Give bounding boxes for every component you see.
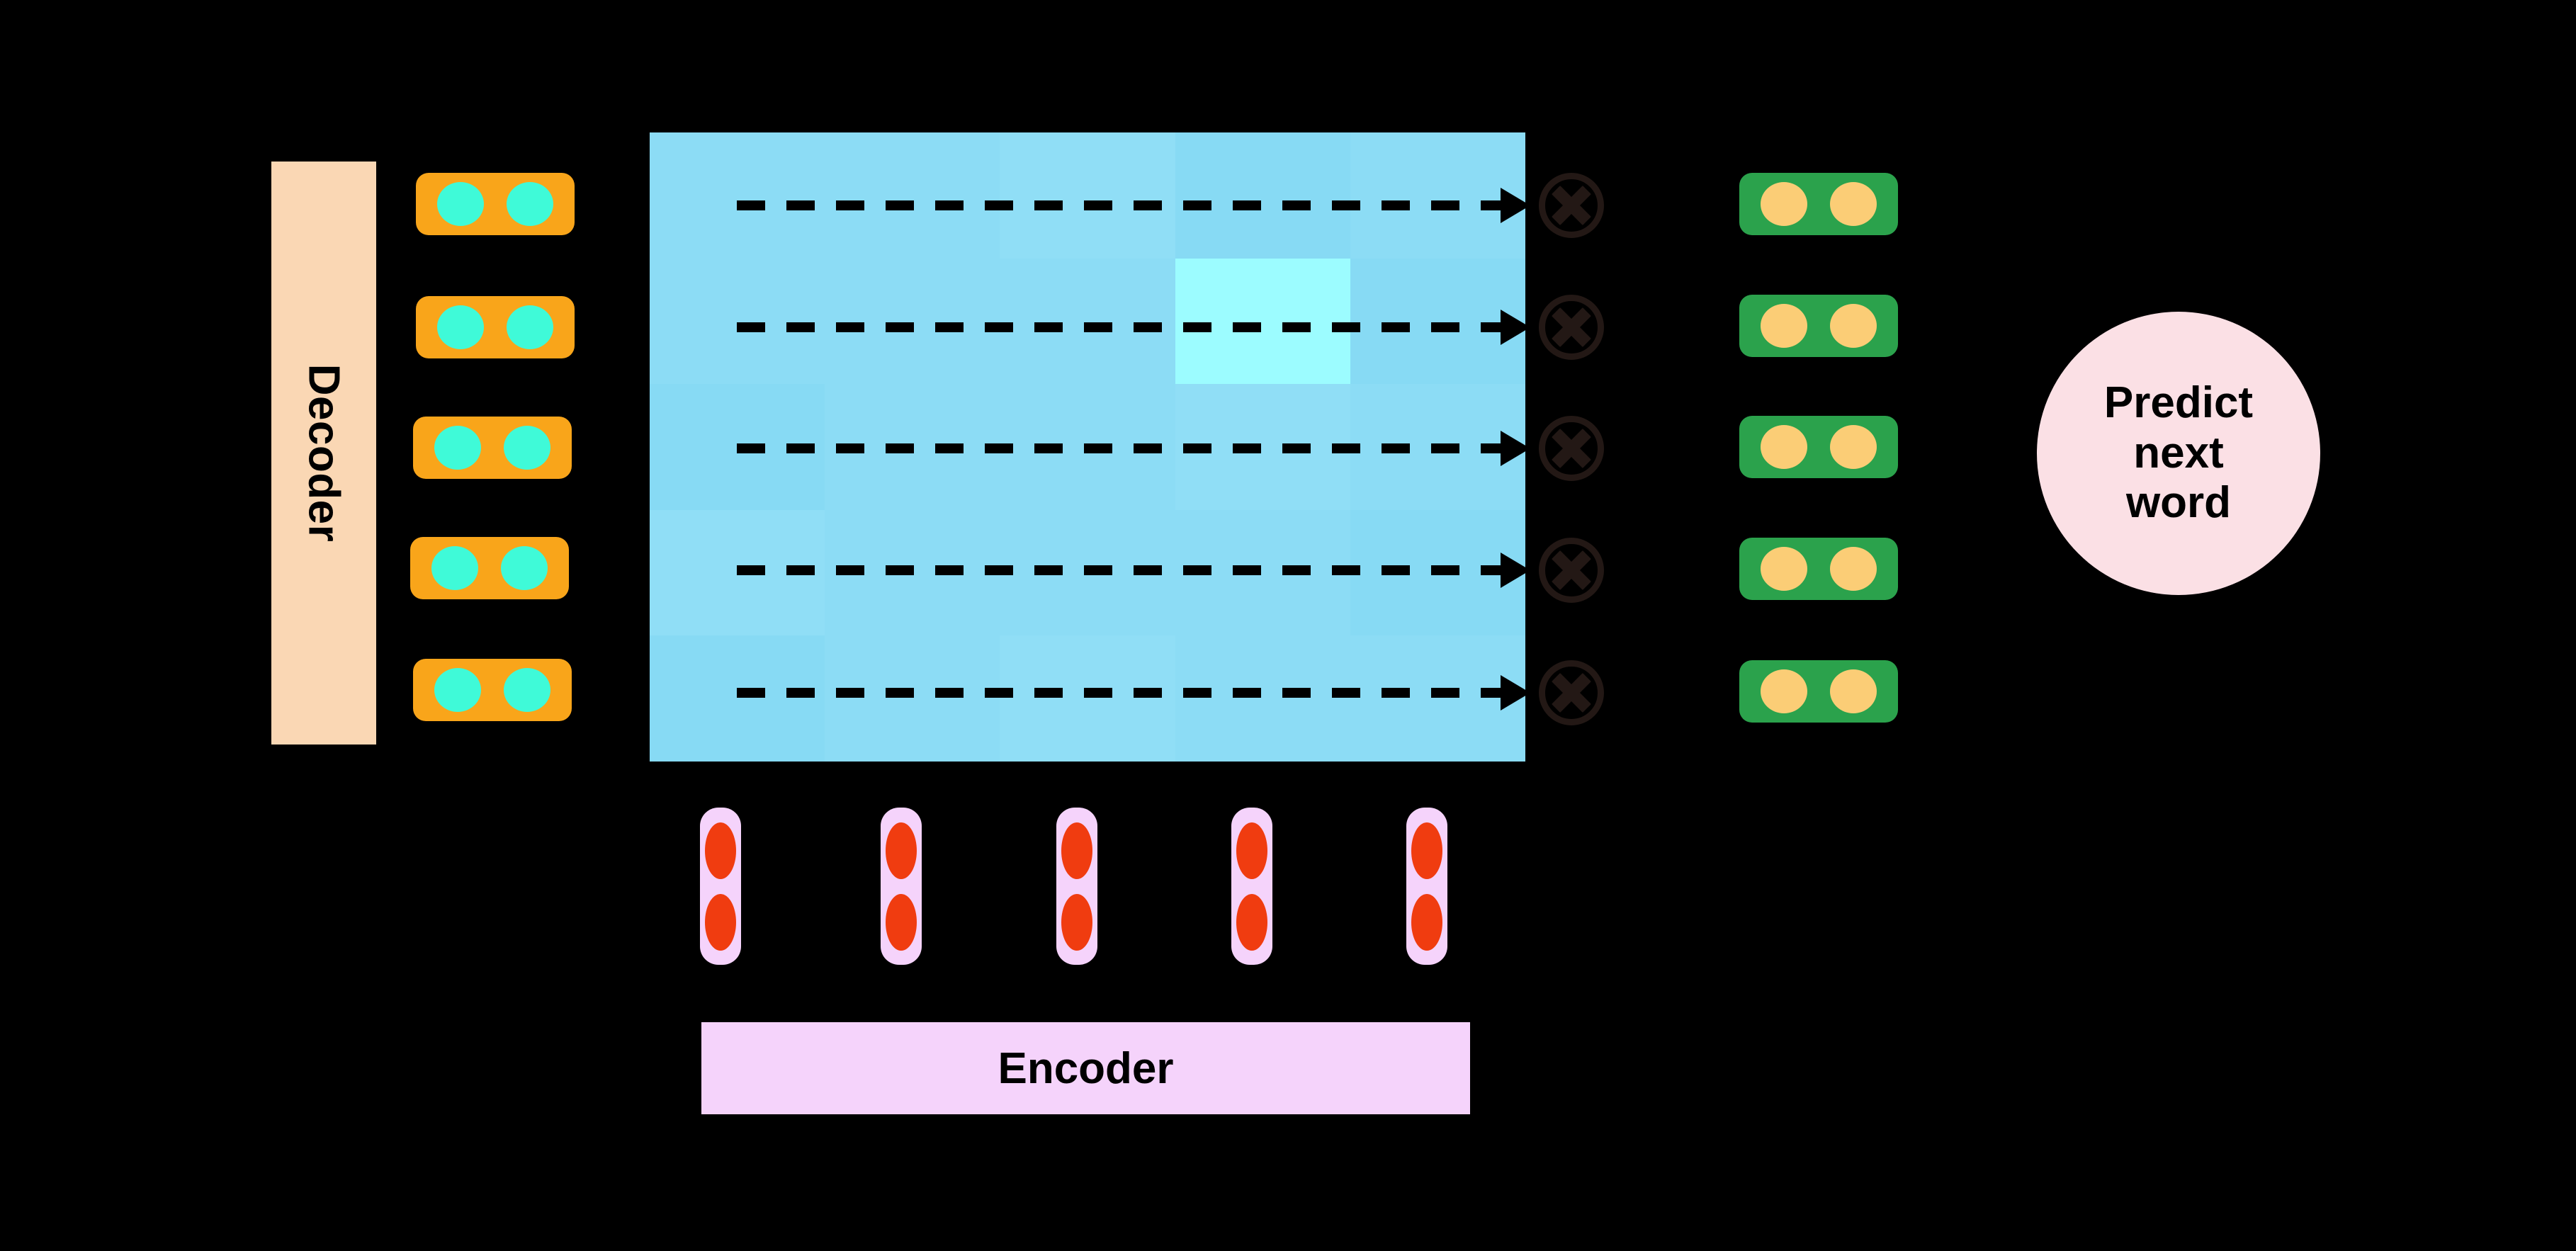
decoder-token-5-dot-2	[504, 668, 550, 712]
decoder-token-5	[413, 659, 572, 721]
encoder-token-5-dot-1	[1411, 822, 1442, 879]
decoder-token-4	[410, 537, 569, 599]
matrix-cell-0-3	[1175, 132, 1350, 259]
matrix-cell-2-3	[1175, 384, 1350, 510]
matrix-cell-1-3-highlighted	[1175, 258, 1350, 385]
encoder-token-2	[881, 808, 922, 965]
matrix-cell-4-1	[825, 635, 1000, 762]
matrix-cell-4-0	[650, 635, 825, 762]
output-token-1	[1739, 173, 1898, 235]
predict-next-word-bubble: Predict next word	[2037, 312, 2320, 595]
encoder-label-text: Encoder	[998, 1043, 1174, 1093]
decoder-token-3	[413, 417, 572, 479]
matrix-cell-0-4	[1350, 132, 1525, 259]
output-token-1-dot-1	[1761, 182, 1807, 226]
decoder-bar	[271, 162, 376, 745]
output-token-2	[1739, 295, 1898, 357]
decoder-token-2	[416, 296, 575, 358]
decoder-token-4-dot-2	[501, 546, 548, 590]
predict-line-1: Predict	[2103, 378, 2254, 427]
encoder-token-1-dot-1	[705, 822, 736, 879]
output-token-3	[1739, 416, 1898, 478]
multiply-node-2	[1539, 295, 1604, 360]
matrix-cell-4-4	[1350, 635, 1525, 762]
multiply-node-4	[1539, 538, 1604, 603]
matrix-cell-3-1	[825, 509, 1000, 636]
encoder-token-3	[1056, 808, 1097, 965]
output-token-4-dot-2	[1830, 547, 1877, 591]
matrix-cell-1-4	[1350, 258, 1525, 385]
encoder-bar: Encoder	[701, 1022, 1470, 1114]
output-token-2-dot-1	[1761, 304, 1807, 348]
output-token-4	[1739, 538, 1898, 600]
matrix-cell-2-4	[1350, 384, 1525, 510]
multiply-node-1	[1539, 173, 1604, 238]
predict-line-3: word	[2125, 478, 2232, 528]
multiply-node-5	[1539, 660, 1604, 725]
output-token-5-dot-2	[1830, 669, 1877, 713]
encoder-token-4	[1231, 808, 1272, 965]
matrix-cell-2-0	[650, 384, 825, 510]
matrix-cell-0-1	[825, 132, 1000, 259]
encoder-token-3-dot-1	[1061, 822, 1092, 879]
multiply-node-3	[1539, 416, 1604, 481]
decoder-token-4-dot-1	[431, 546, 478, 590]
encoder-token-4-dot-2	[1236, 893, 1267, 951]
matrix-cell-2-1	[825, 384, 1000, 510]
encoder-token-5-dot-2	[1411, 893, 1442, 951]
decoder-token-1	[416, 173, 575, 235]
output-token-2-dot-2	[1830, 304, 1877, 348]
output-token-1-dot-2	[1830, 182, 1877, 226]
decoder-token-2-dot-2	[507, 305, 553, 349]
matrix-cell-3-4	[1350, 509, 1525, 636]
decoder-token-3-dot-1	[434, 426, 481, 470]
output-token-5-dot-1	[1761, 669, 1807, 713]
matrix-cell-4-2	[1000, 635, 1175, 762]
encoder-token-5	[1406, 808, 1447, 965]
matrix-cell-1-2	[1000, 258, 1175, 385]
output-token-3-dot-1	[1761, 425, 1807, 469]
encoder-token-4-dot-1	[1236, 822, 1267, 879]
matrix-cell-1-0	[650, 258, 825, 385]
decoder-token-5-dot-1	[434, 668, 481, 712]
matrix-cell-3-3	[1175, 509, 1350, 636]
encoder-token-2-dot-2	[886, 893, 917, 951]
predict-line-2: next	[2133, 428, 2224, 477]
output-token-3-dot-2	[1830, 425, 1877, 469]
decoder-token-1-dot-1	[437, 182, 484, 226]
matrix-cell-1-1	[825, 258, 1000, 385]
decoder-token-1-dot-2	[507, 182, 553, 226]
matrix-cell-2-2	[1000, 384, 1175, 510]
decoder-token-2-dot-1	[437, 305, 484, 349]
matrix-cell-0-2	[1000, 132, 1175, 259]
matrix-cell-0-0	[650, 132, 825, 259]
encoder-token-3-dot-2	[1061, 893, 1092, 951]
output-token-5	[1739, 660, 1898, 723]
cross-attention-matrix	[650, 132, 1525, 762]
matrix-cell-3-2	[1000, 509, 1175, 636]
encoder-token-1-dot-2	[705, 893, 736, 951]
decoder-token-3-dot-2	[504, 426, 550, 470]
encoder-token-1	[700, 808, 741, 965]
matrix-cell-3-0	[650, 509, 825, 636]
encoder-token-2-dot-1	[886, 822, 917, 879]
output-token-4-dot-1	[1761, 547, 1807, 591]
matrix-cell-4-3	[1175, 635, 1350, 762]
